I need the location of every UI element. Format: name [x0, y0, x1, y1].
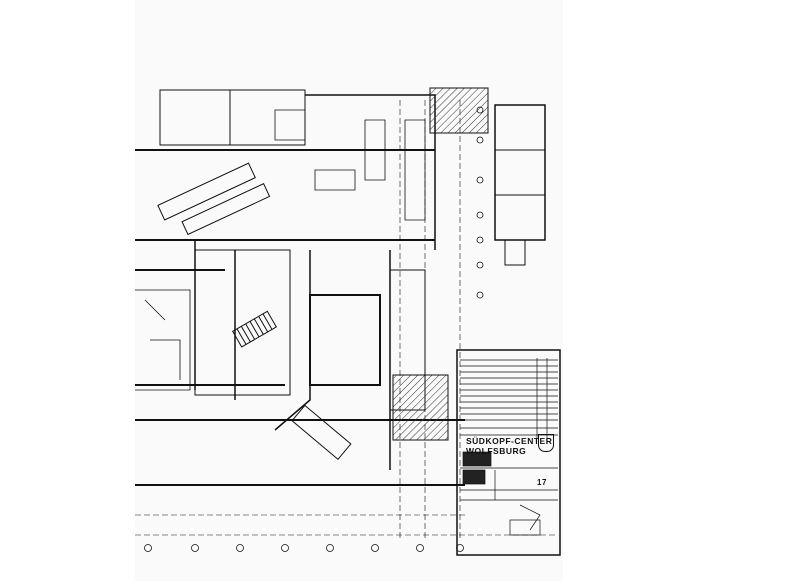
title-block [456, 349, 561, 556]
sheet-number: 17 [537, 478, 547, 487]
atrium [194, 249, 291, 396]
floor-plan-drawing [135, 87, 561, 556]
city-crest-icon [538, 434, 554, 452]
project-title-line2: WOLFSBURG [466, 446, 527, 456]
building-block-top [159, 89, 306, 146]
floor-plan-sheet: SÜDKOPF-CENTER WOLFSBURG 17 [135, 0, 563, 581]
hatched-area-top [429, 87, 489, 134]
hatched-area-bottom [392, 374, 449, 441]
project-title-line1: SÜDKOPF-CENTER [466, 436, 553, 446]
detail-plan [494, 104, 546, 241]
